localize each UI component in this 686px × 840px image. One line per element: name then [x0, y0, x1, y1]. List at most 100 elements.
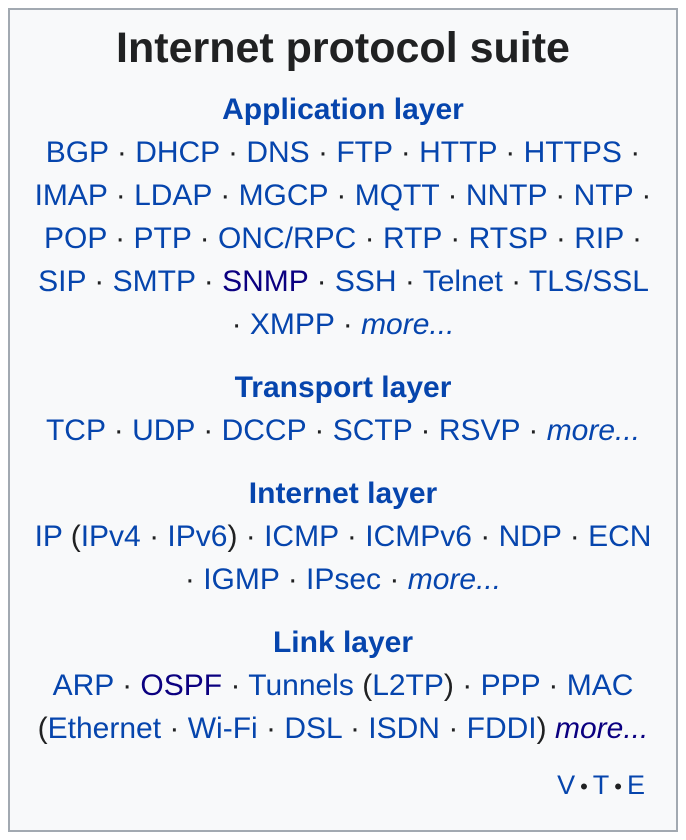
protocol-link[interactable]: POP: [44, 221, 107, 255]
protocol-link[interactable]: FDDI: [466, 711, 537, 745]
protocol-link-visited[interactable]: OSPF: [140, 668, 223, 702]
protocol-link[interactable]: MQTT: [354, 178, 440, 212]
protocol-link[interactable]: DHCP: [135, 135, 220, 169]
more-link[interactable]: more...: [407, 562, 502, 596]
vte-separator-dot: •: [580, 773, 588, 799]
protocol-link[interactable]: L2TP: [372, 668, 444, 702]
protocol-link[interactable]: MAC: [566, 668, 634, 702]
more-link[interactable]: more...: [361, 307, 455, 341]
layer-content: IP (IPv4 · IPv6) · ICMP · ICMPv6 · NDP ·…: [34, 515, 652, 601]
protocol-link[interactable]: SSH: [334, 264, 397, 298]
protocol-link[interactable]: FTP: [336, 135, 393, 169]
protocol-link[interactable]: IPv6: [167, 519, 228, 553]
separator-text: ·: [439, 711, 467, 745]
protocol-link[interactable]: HTTP: [419, 135, 497, 169]
separator-text: (: [37, 711, 48, 745]
protocol-link[interactable]: Tunnels: [248, 668, 354, 702]
protocol-link[interactable]: Telnet: [422, 264, 503, 298]
layer-header-link[interactable]: Link layer: [272, 625, 414, 659]
protocol-link[interactable]: IP: [34, 519, 63, 553]
layer-header-link[interactable]: Application layer: [222, 92, 464, 126]
protocol-link[interactable]: NNTP: [465, 178, 547, 212]
separator-text: ·: [85, 264, 113, 298]
protocol-link[interactable]: RTSP: [468, 221, 548, 255]
separator-text: ·: [381, 562, 408, 596]
protocol-link[interactable]: MGCP: [238, 178, 329, 212]
protocol-link[interactable]: SIP: [38, 264, 86, 298]
protocol-link[interactable]: HTTPS: [523, 135, 622, 169]
separator-text: ·: [633, 178, 652, 212]
talk-link[interactable]: T: [592, 769, 610, 800]
protocol-link-visited[interactable]: SNMP: [222, 264, 309, 298]
protocol-link[interactable]: TCP: [45, 413, 106, 447]
separator-text: ) ·: [443, 668, 481, 702]
separator-text: ·: [306, 413, 333, 447]
protocol-link[interactable]: PTP: [133, 221, 192, 255]
protocol-link[interactable]: TLS/SSL: [528, 264, 648, 298]
protocol-link[interactable]: ONC/RPC: [217, 221, 357, 255]
separator-text: ·: [502, 264, 529, 298]
protocol-link[interactable]: SCTP: [332, 413, 413, 447]
separator-text: ·: [105, 413, 133, 447]
protocol-link[interactable]: ISDN: [368, 711, 440, 745]
protocol-link[interactable]: RTP: [382, 221, 442, 255]
protocol-link[interactable]: BGP: [45, 135, 109, 169]
protocol-link[interactable]: DSL: [284, 711, 342, 745]
separator-text: ·: [540, 668, 567, 702]
more-link[interactable]: more...: [546, 413, 641, 447]
separator-text: ·: [195, 264, 223, 298]
separator-text: (: [62, 519, 81, 553]
vte-separator-dot: •: [614, 773, 622, 799]
protocol-link[interactable]: Wi-Fi: [187, 711, 258, 745]
separator-text: ·: [338, 519, 366, 553]
separator-text: ·: [561, 519, 589, 553]
more-link-visited[interactable]: more...: [555, 711, 649, 745]
protocol-link[interactable]: LDAP: [134, 178, 212, 212]
protocol-link[interactable]: ECN: [588, 519, 652, 553]
edit-link[interactable]: E: [626, 769, 645, 800]
separator-text: [547, 712, 555, 745]
protocol-link[interactable]: ICMPv6: [365, 519, 472, 553]
layer-header-link[interactable]: Transport layer: [234, 370, 452, 404]
separator-text: ·: [211, 178, 239, 212]
protocol-link[interactable]: ICMP: [264, 519, 339, 553]
protocol-link[interactable]: PPP: [480, 668, 541, 702]
protocol-link[interactable]: SMTP: [112, 264, 196, 298]
protocol-link[interactable]: UDP: [132, 413, 195, 447]
separator-text: ): [536, 711, 547, 745]
protocol-link[interactable]: ARP: [52, 668, 114, 702]
separator-text: ·: [396, 264, 423, 298]
protocol-link[interactable]: DCCP: [221, 413, 307, 447]
separator-text: ·: [184, 562, 204, 596]
protocol-link[interactable]: IMAP: [34, 178, 108, 212]
layer-content: TCP · UDP · DCCP · SCTP · RSVP · more...: [34, 409, 652, 452]
separator-text: ·: [231, 307, 250, 341]
protocol-link[interactable]: RSVP: [438, 413, 521, 447]
protocol-link[interactable]: NDP: [498, 519, 562, 553]
protocol-link[interactable]: RIP: [574, 221, 624, 255]
separator-text: ·: [341, 711, 369, 745]
separator-text: ) ·: [227, 519, 265, 553]
layer-header: Application layer: [34, 88, 652, 131]
navbox-title: Internet protocol suite: [116, 24, 570, 72]
layer-section: Internet layer IP (IPv4 · IPv6) · ICMP · …: [34, 472, 652, 601]
protocol-link[interactable]: IGMP: [203, 562, 280, 596]
protocol-link[interactable]: XMPP: [249, 307, 335, 341]
layer-header: Link layer: [34, 621, 652, 664]
separator-text: ·: [194, 413, 222, 447]
view-link[interactable]: V: [557, 769, 576, 800]
layer-header-link[interactable]: Internet layer: [248, 476, 438, 510]
separator-text: ·: [257, 711, 285, 745]
protocol-link[interactable]: Ethernet: [47, 711, 162, 745]
separator-text: ·: [623, 221, 642, 255]
protocol-link[interactable]: IPsec: [306, 562, 382, 596]
protocol-link[interactable]: NTP: [573, 178, 634, 212]
separator-text: ·: [309, 135, 337, 169]
separator-text: ·: [279, 562, 307, 596]
protocol-link[interactable]: IPv4: [80, 519, 141, 553]
protocol-link[interactable]: DNS: [246, 135, 310, 169]
